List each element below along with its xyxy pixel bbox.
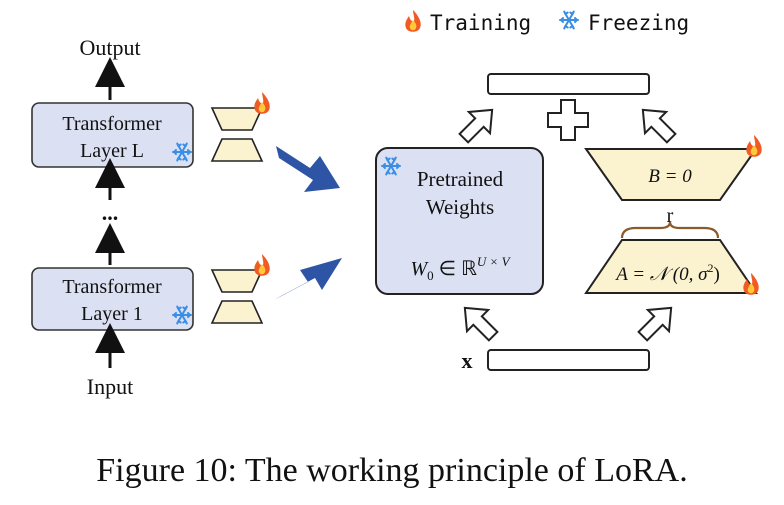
big-arrow-up [274,258,342,300]
ellipsis-label: ... [102,200,119,225]
legend-training-label: Training [430,11,531,35]
fire-icon [254,254,270,276]
layer-top-line1: Transformer [62,113,162,135]
transformer-layer-bottom: Transformer Layer 1 [31,267,194,331]
lora-a-matrix: A = 𝒩 (0, σ2) [584,239,759,295]
snowflake-icon [559,10,579,30]
hollow-arrow-left-down [463,306,499,342]
fire-icon [405,10,421,32]
input-vector-bar [487,349,650,371]
figure-caption: Figure 10: The working principle of LoRA… [96,452,687,489]
fire-icon [746,135,762,157]
big-arrow-down [276,146,340,192]
layer-bottom-line1: Transformer [62,276,162,298]
hollow-arrow-right-up [641,108,677,144]
layer-top-line2: Layer L [80,140,144,162]
pretrained-line2: Weights [426,195,494,219]
lora-b-matrix: B = 0 [584,135,762,201]
pretrained-weights-box: Pretrained Weights W0 ∈ ℝU × V [375,147,544,295]
transformer-layer-top: Transformer Layer L [31,102,194,168]
rank-brace [620,221,720,239]
legend-freezing-label: Freezing [588,11,689,35]
adapter-top [210,92,270,162]
rank-label: r [667,205,674,227]
output-vector-bar [487,73,650,95]
hollow-arrow-left-up [458,108,494,144]
input-x-label: x [462,348,473,373]
output-label: Output [79,35,140,60]
hollow-arrow-right-down [637,306,673,342]
layer-bottom-line2: Layer 1 [81,303,143,325]
plus-icon [547,99,589,141]
weight-formula: W0 ∈ ℝU × V [410,254,511,283]
b-label: B = 0 [648,166,692,187]
fire-icon [254,92,270,114]
pretrained-line1: Pretrained [417,167,504,191]
adapter-bottom [210,254,270,324]
a-label: A = 𝒩 (0, σ2) [614,261,720,285]
input-label: Input [87,374,133,399]
